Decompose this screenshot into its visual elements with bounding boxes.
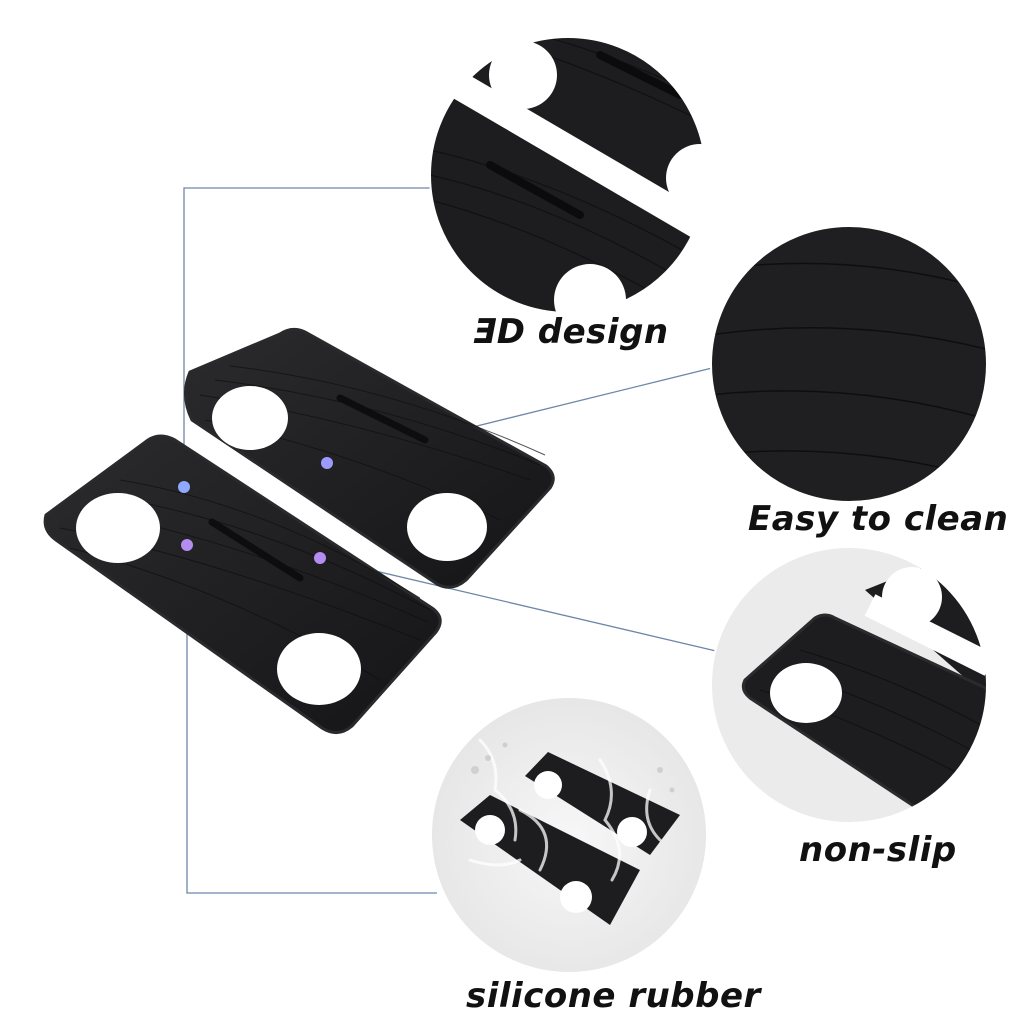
cup-hole — [617, 817, 647, 847]
cup-hole — [534, 771, 562, 799]
water-splash — [468, 738, 662, 882]
leader-line-design — [183, 187, 430, 487]
dot-icon — [321, 457, 333, 469]
leader-line-nonslip — [319, 557, 717, 652]
caption-non-slip: non-slip — [799, 830, 957, 870]
callout-dots — [178, 457, 333, 564]
cup-hole — [475, 815, 505, 845]
mat-groove — [208, 518, 304, 582]
mat-groove — [336, 394, 429, 444]
caption-silicone-rubber: silicone rubber — [466, 976, 761, 1016]
caption-3d-design: ƎD design — [473, 312, 669, 352]
car-mat-front — [43, 434, 442, 734]
detail-circle-silicone-rubber — [431, 697, 707, 973]
cup-hole — [560, 881, 592, 913]
detail-circle-non-slip — [711, 547, 987, 823]
cup-hole — [489, 41, 557, 109]
dot-icon — [178, 481, 190, 493]
cup-hole — [76, 493, 160, 563]
cup-hole — [407, 493, 487, 561]
car-mat-back — [184, 327, 555, 589]
cup-hole — [770, 663, 842, 723]
cup-hole — [212, 386, 288, 450]
dot-icon — [314, 552, 326, 564]
dot-icon — [181, 539, 193, 551]
mat-groove — [596, 51, 684, 99]
detail-circle-easy-to-clean — [711, 226, 987, 502]
mat-groove — [486, 161, 584, 219]
cup-hole — [882, 567, 942, 627]
detail-circle-3d-design — [430, 37, 706, 313]
cup-hole — [277, 633, 361, 705]
cup-hole — [666, 144, 706, 212]
leader-line-silicone — [186, 545, 437, 894]
cup-hole — [554, 264, 626, 313]
caption-easy-to-clean: Easy to clean — [748, 499, 1009, 539]
